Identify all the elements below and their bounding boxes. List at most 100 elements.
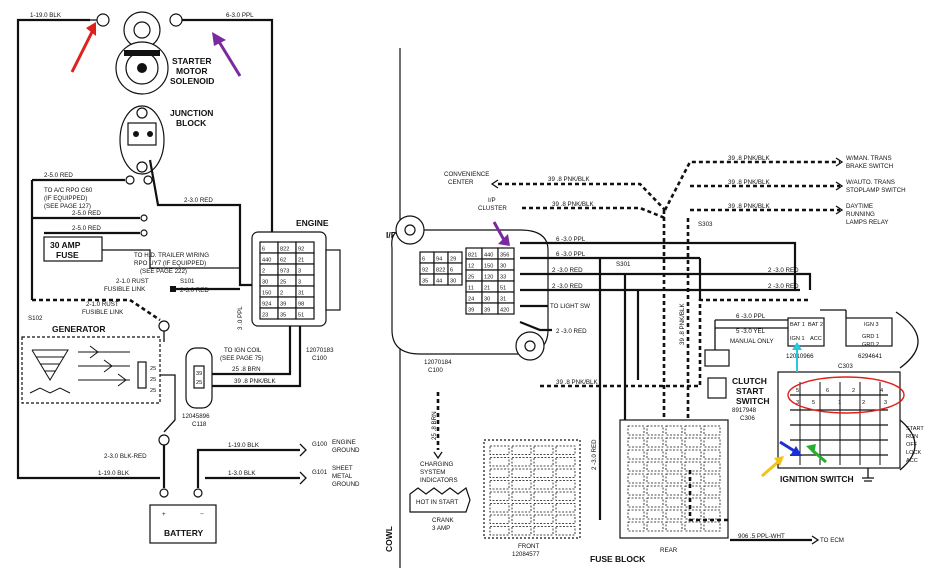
- wire-label: 906 .5 PPL-WHT: [738, 533, 785, 540]
- c100-ip-right-pin: 420: [500, 308, 509, 314]
- engine-compartment: 1-19.0 BLK 6-3.0 PPL STARTER MOTOR SOLEN…: [16, 11, 360, 544]
- generator-label: GENERATOR: [52, 324, 106, 334]
- wire-label: 2-3.0 RED: [184, 197, 213, 204]
- c118-pin: 39: [196, 371, 202, 377]
- c118-label: C118: [192, 421, 207, 428]
- c100-pin: 35: [280, 313, 286, 319]
- svg-text:+: +: [162, 511, 166, 518]
- fuse-slot: [489, 526, 510, 536]
- purple-arrowhead-icon: [498, 234, 510, 246]
- fuse-slot: [489, 445, 510, 455]
- c100-ip-right-pin: 150: [484, 264, 493, 270]
- hot-in-start-burst: [409, 487, 471, 513]
- yellow-arrowhead-icon: [774, 456, 784, 466]
- c100-ip-left-pin: 92: [422, 268, 428, 274]
- wauto-label: STOPLAMP SWITCH: [846, 187, 906, 194]
- fuse-slot: [703, 437, 721, 448]
- c100-ip-right-pin: 24: [468, 297, 474, 303]
- c100-ip-right-pin: 39: [468, 308, 474, 314]
- c100-ip-right-pin: 39: [484, 308, 490, 314]
- wire-label: 3 .0 PPL: [237, 306, 244, 330]
- fuse-slot: [665, 485, 683, 496]
- wire-label: 2-5.0 RED: [72, 210, 101, 217]
- wire-label: 6-3.0 PPL: [226, 12, 254, 19]
- wire-label: 39 .8 PNK/BLK: [728, 155, 770, 162]
- fuse-slot: [555, 491, 576, 501]
- red-highlight-ellipse: [787, 376, 905, 414]
- c100-ip-right-cell: [497, 302, 515, 315]
- gen-pin: 25: [150, 366, 156, 372]
- c100-ip-right-pin: 51: [500, 286, 506, 292]
- fuse-slot: [511, 526, 532, 536]
- c100-pin: 39: [280, 302, 286, 308]
- fuse-slot: [511, 514, 532, 524]
- convenience-label: CONVENIENCE: [444, 171, 489, 178]
- c100-pin: 440: [262, 258, 271, 264]
- fuse-block-label: FUSE BLOCK: [590, 554, 646, 564]
- c100-pin: 23: [262, 313, 268, 319]
- fuse-slot: [646, 437, 664, 448]
- fuse-slot: [533, 503, 554, 513]
- fuse-slot: [555, 503, 576, 513]
- purple-arrowhead-icon: [212, 32, 226, 46]
- switch-position: OFF: [906, 442, 918, 448]
- fuse-slot: [627, 509, 645, 520]
- engine-label: ENGINE: [296, 218, 329, 228]
- wire-label: 2-5.0 RED: [44, 172, 73, 179]
- ac-note: (IF EQUIPPED): [44, 195, 87, 202]
- clutch-label: START: [736, 386, 765, 396]
- c100-ip-right-pin: 31: [500, 297, 506, 303]
- c100-pin: 6: [262, 247, 265, 253]
- ip-label: I/P: [386, 230, 397, 240]
- fuse-slot: [665, 509, 683, 520]
- fuse-slot: [489, 491, 510, 501]
- ign-terminal: IGN 1: [790, 336, 805, 342]
- splice-label: S303: [698, 221, 713, 228]
- terminal-ring: [169, 13, 183, 27]
- c100-pin: 92: [298, 247, 304, 253]
- c100-label: 12070183: [306, 347, 334, 354]
- ign-cell: 5: [796, 388, 799, 394]
- fuse-slot: [555, 480, 576, 490]
- ign-terminal: BAT 2: [808, 322, 823, 328]
- hd-note: (SEE PAGE 222): [140, 268, 187, 275]
- c100-ip-left-pin: 6: [422, 257, 425, 263]
- ground-label: GROUND: [332, 481, 360, 488]
- c100-pin: 31: [298, 291, 304, 297]
- fuse-slot: [665, 437, 683, 448]
- fuse-block-rear: [619, 419, 729, 539]
- ign-terminal: BAT 1: [790, 322, 805, 328]
- crank-label: 3 AMP: [432, 525, 450, 532]
- c100-ip-left-pin: 94: [436, 257, 442, 263]
- ign-connector-c301: [787, 317, 825, 347]
- charging-label: INDICATORS: [420, 477, 458, 484]
- junction-label: BLOCK: [176, 118, 207, 128]
- c303-label: C303: [838, 363, 853, 370]
- c100-label: C100: [312, 355, 327, 362]
- ign-cell: 6: [826, 388, 829, 394]
- ground-label: GROUND: [332, 447, 360, 454]
- ign-coil-note: TO IGN COIL: [224, 347, 262, 354]
- fuse-slot: [665, 449, 683, 460]
- splice-label: S102: [28, 315, 43, 322]
- purple-arrow-icon: [216, 39, 242, 77]
- starter-label: STARTER: [172, 56, 212, 66]
- wire-label: 2 -3.0 RED: [552, 283, 583, 290]
- green-arrowhead-icon: [806, 444, 816, 454]
- c100-ip-left-cell: [447, 273, 463, 286]
- fuse-slot: [511, 480, 532, 490]
- wire-label: 25 .8 BRN: [232, 366, 261, 373]
- fuse-slot: [646, 521, 664, 532]
- fuse-slot: [684, 461, 702, 472]
- ign-terminal: ACC: [810, 336, 822, 342]
- fuse-slot: [533, 480, 554, 490]
- manual-only-label: MANUAL ONLY: [730, 338, 774, 345]
- wire-label: 5 -3.0 YEL: [736, 328, 766, 335]
- fuse-slot: [533, 468, 554, 478]
- fuse-slot: [684, 437, 702, 448]
- junction-block: [119, 105, 165, 175]
- clutch-switch: [707, 377, 727, 399]
- battery: [149, 504, 217, 544]
